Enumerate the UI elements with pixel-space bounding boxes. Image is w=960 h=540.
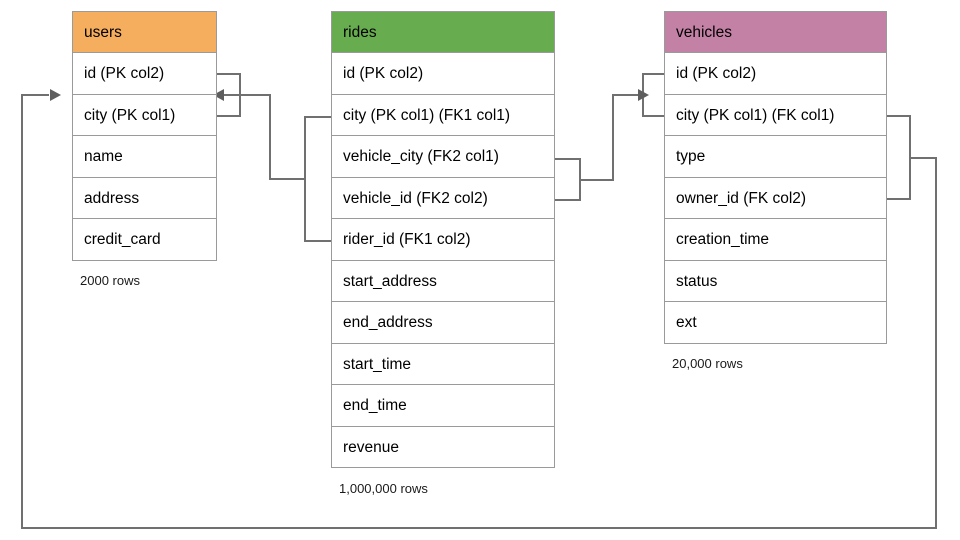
entity-field[interactable]: id (PK col2) xyxy=(73,53,216,95)
entity-field[interactable]: owner_id (FK col2) xyxy=(665,177,886,219)
entity-field[interactable]: vehicle_city (FK2 col1) xyxy=(332,136,554,178)
row-count-label-users: 2000 rows xyxy=(80,273,140,288)
entity-header-users[interactable]: users xyxy=(73,12,216,53)
entity-field[interactable]: start_address xyxy=(332,260,554,302)
entity-field[interactable]: address xyxy=(73,177,216,219)
entity-field[interactable]: start_time xyxy=(332,343,554,385)
entity-field[interactable]: rider_id (FK1 col2) xyxy=(332,219,554,261)
entity-field[interactable]: id (PK col2) xyxy=(665,53,886,95)
entity-field[interactable]: end_time xyxy=(332,385,554,427)
connector-rides-fk2-to-vehicles xyxy=(554,73,665,201)
entity-header-vehicles[interactable]: vehicles xyxy=(665,12,886,53)
entity-field[interactable]: name xyxy=(73,136,216,178)
entity-header-rides[interactable]: rides xyxy=(332,12,554,53)
entity-field[interactable]: vehicle_id (FK2 col2) xyxy=(332,177,554,219)
entity-field[interactable]: end_address xyxy=(332,302,554,344)
entity-field[interactable]: credit_card xyxy=(73,219,216,261)
entity-field[interactable]: ext xyxy=(665,302,886,344)
row-count-label-vehicles: 20,000 rows xyxy=(672,356,743,371)
row-count-label-rides: 1,000,000 rows xyxy=(339,481,428,496)
entity-field[interactable]: revenue xyxy=(332,426,554,468)
entity-field[interactable]: type xyxy=(665,136,886,178)
entity-field[interactable]: status xyxy=(665,260,886,302)
entity-field[interactable]: id (PK col2) xyxy=(332,53,554,95)
connector-rides-fk1-to-users xyxy=(216,73,332,242)
entity-field[interactable]: creation_time xyxy=(665,219,886,261)
entity-field[interactable]: city (PK col1) xyxy=(73,94,216,136)
entity-field[interactable]: city (PK col1) (FK1 col1) xyxy=(332,94,554,136)
entity-field[interactable]: city (PK col1) (FK col1) xyxy=(665,94,886,136)
arrowhead-rides-fk2-to-vehicles xyxy=(638,89,649,101)
arrowhead-vehicles-fk-to-users xyxy=(50,89,61,101)
